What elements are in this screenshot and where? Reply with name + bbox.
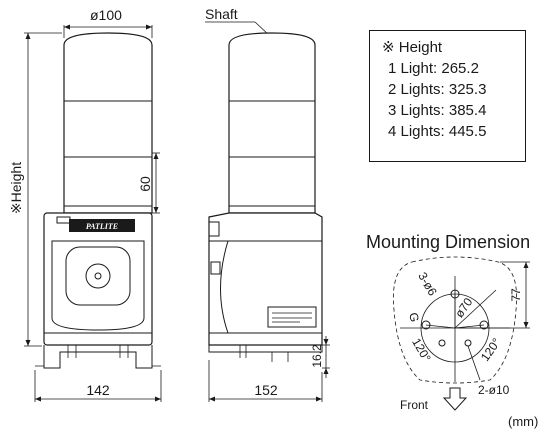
side-width-label: 152 <box>254 382 278 398</box>
height-label: ※Height <box>8 162 24 214</box>
angle-right-label: 120° <box>478 335 504 364</box>
front-label: Front <box>400 398 429 412</box>
front-width-label: 142 <box>86 382 110 398</box>
height-table: ※ Height 1 Light: 265.2 2 Lights: 325.3 … <box>369 30 526 162</box>
height-row-1: 1 Light: 265.2 <box>388 60 479 77</box>
top-width-label: ø100 <box>90 7 122 23</box>
height-table-title: ※ Height <box>382 39 443 56</box>
front-view: ø100 60 ※Height PATLITE <box>8 7 162 402</box>
left-mark-label: G <box>406 311 421 323</box>
unit-label: (mm) <box>508 414 539 429</box>
brand-label: PATLITE <box>86 222 118 231</box>
base-height-label: 16.2 <box>310 344 324 368</box>
height-row-3: 3 Lights: 385.4 <box>388 102 487 119</box>
mounting-diagram: 77 3-ø6 ø70 G 120° 120° 2-ø10 Front <box>393 256 530 412</box>
height-row-2: 2 Lights: 325.3 <box>388 81 487 98</box>
mounting-title: Mounting Dimension <box>366 232 531 252</box>
mount-distance-label: 77 <box>509 288 523 302</box>
angle-left-label: 120° <box>409 336 434 365</box>
shaft-label: Shaft <box>205 6 238 22</box>
cable-hole-label: 2-ø10 <box>478 383 510 397</box>
height-row-4: 4 Lights: 445.5 <box>388 123 487 140</box>
side-view: Shaft 16.2 152 <box>205 6 330 402</box>
holes-label: 3-ø6 <box>415 270 440 299</box>
tier-height-label: 60 <box>137 176 153 192</box>
